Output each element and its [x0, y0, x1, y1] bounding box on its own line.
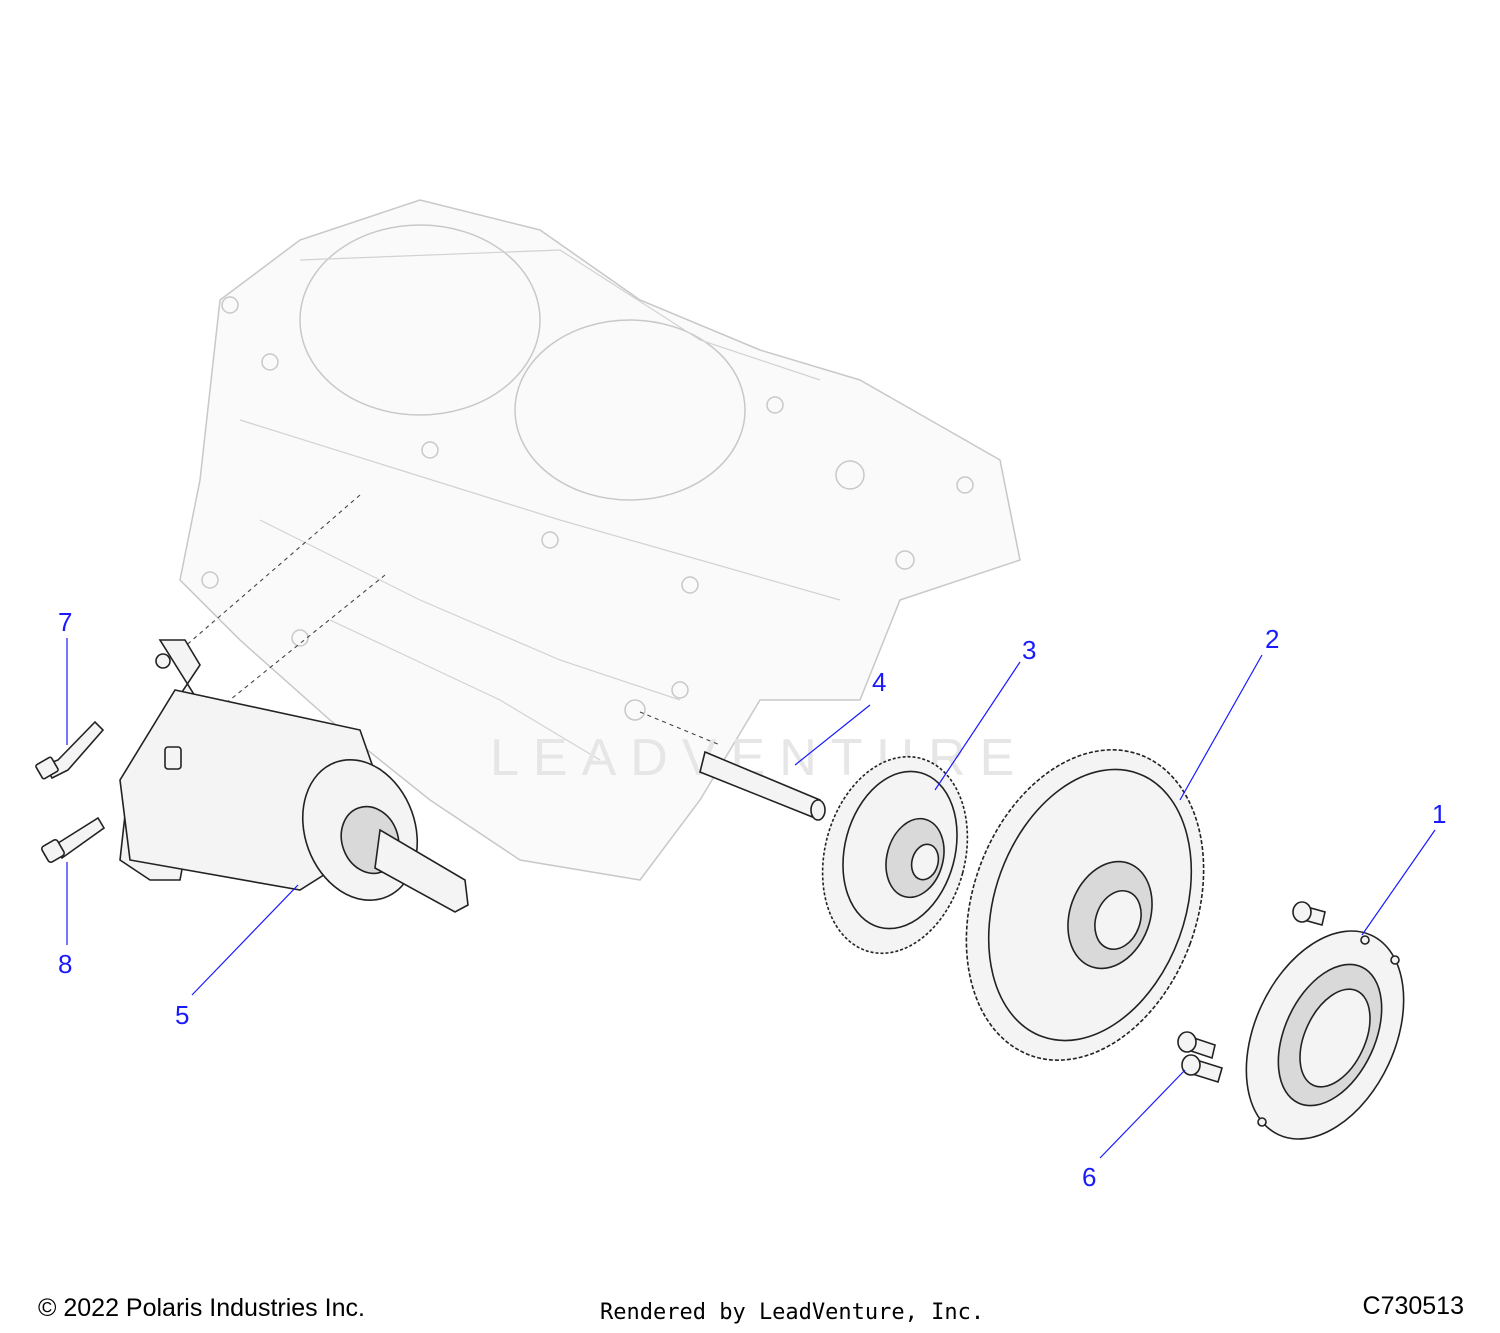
starter-motor — [119, 639, 469, 913]
callout-6: 6 — [1082, 1162, 1096, 1192]
crankcase-housing-ghost — [179, 199, 1021, 881]
callout-7: 7 — [58, 607, 72, 637]
shaft-4 — [699, 750, 826, 821]
bolts-6 — [1177, 901, 1326, 1084]
figure-code: C730513 — [1362, 1292, 1464, 1320]
copyright-text: © 2022 Polaris Industries Inc. — [38, 1294, 365, 1322]
callout-3: 3 — [1022, 635, 1036, 665]
one-way-clutch-1 — [1245, 930, 1405, 1140]
bolt-8 — [41, 816, 106, 863]
callout-5: 5 — [175, 1000, 189, 1030]
small-gear-3 — [821, 755, 969, 955]
large-gear-2 — [965, 749, 1205, 1061]
callout-1: 1 — [1432, 799, 1446, 829]
callout-2: 2 — [1265, 624, 1279, 654]
bolt-7 — [35, 720, 105, 780]
rendered-by-text: Rendered by LeadVenture, Inc. — [600, 1300, 985, 1325]
assembly-lines — [174, 494, 721, 746]
callout-8: 8 — [58, 949, 72, 979]
callout-4: 4 — [872, 667, 886, 697]
leader-lines — [66, 638, 1436, 1159]
